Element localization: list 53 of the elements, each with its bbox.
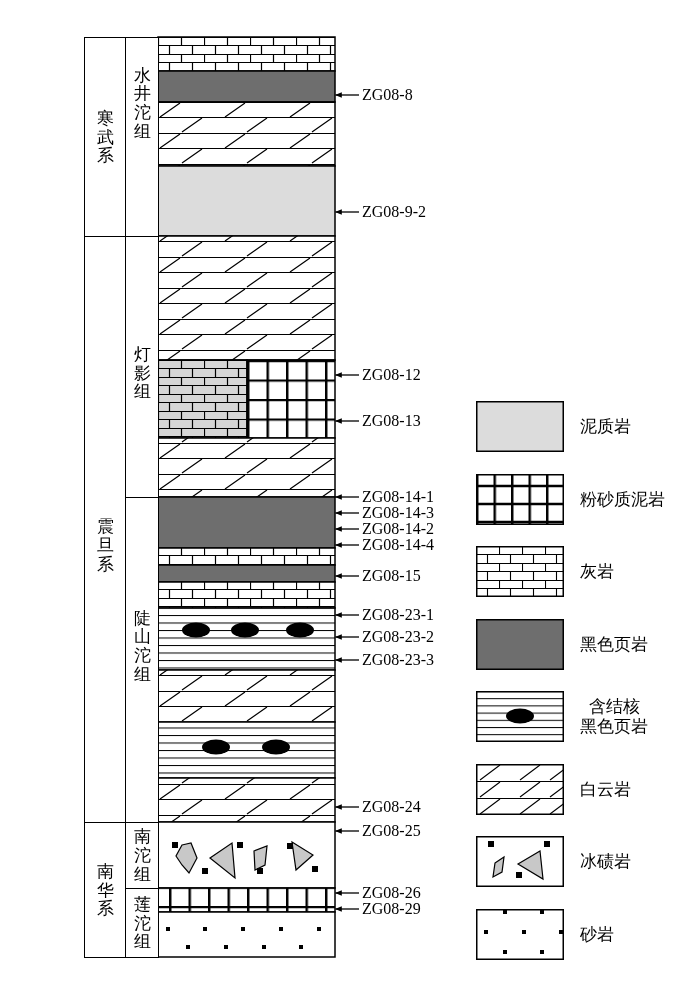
arrow <box>334 418 360 424</box>
sample-label: ZG08-12 <box>362 367 421 383</box>
legend-label: 砂岩 <box>580 923 614 944</box>
legend-label: 含结核黑色页岩 <box>580 696 649 736</box>
formation-label: 水井沱组 <box>133 65 151 141</box>
sample-label: ZG08-8 <box>362 87 413 103</box>
sample-label: ZG08-14-1 <box>362 489 434 505</box>
arrow <box>334 657 360 663</box>
stratigraphic-column-drawing <box>157 36 336 958</box>
legend-label: 泥质岩 <box>580 416 631 436</box>
system-box <box>84 822 126 958</box>
arrow <box>334 510 360 516</box>
system-label: 南华系 <box>96 861 114 919</box>
formation-label: 南沱组 <box>133 827 151 884</box>
arrow <box>334 209 360 215</box>
sample-label: ZG08-29 <box>362 901 421 917</box>
sample-label: ZG08-23-3 <box>362 652 434 668</box>
sample-label: ZG08-14-2 <box>362 521 434 537</box>
arrow <box>334 906 360 912</box>
sample-label: ZG08-9-2 <box>362 204 426 220</box>
arrow <box>334 612 360 618</box>
arrow <box>334 542 360 548</box>
formation-label: 莲沱组 <box>133 894 151 952</box>
legend-label: 白云岩 <box>580 778 631 799</box>
formation-label: 灯影组 <box>133 344 151 402</box>
legend-label: 冰碛岩 <box>580 851 631 871</box>
system-label: 震旦系 <box>96 517 114 574</box>
arrow <box>334 372 360 378</box>
arrow <box>334 890 360 896</box>
sample-label: ZG08-13 <box>362 413 421 429</box>
sample-label: ZG08-23-1 <box>362 607 434 623</box>
system-label: 寒武系 <box>96 108 114 166</box>
sample-label: ZG08-24 <box>362 799 421 815</box>
arrow <box>334 526 360 532</box>
arrow <box>334 828 360 834</box>
formation-box <box>125 888 159 958</box>
formation-box <box>125 37 159 237</box>
legend-label: 黑色页岩 <box>580 633 648 654</box>
sample-label: ZG08-25 <box>362 823 421 839</box>
arrow <box>334 92 360 98</box>
arrow <box>334 804 360 810</box>
sample-label: ZG08-15 <box>362 568 421 584</box>
arrow <box>334 494 360 500</box>
legend-label: 粉砂质泥岩 <box>580 488 665 509</box>
sample-label: ZG08-23-2 <box>362 629 434 645</box>
sample-label: ZG08-26 <box>362 885 421 901</box>
sample-label: ZG08-14-3 <box>362 505 434 521</box>
formation-label: 陡山沱组 <box>133 608 151 684</box>
arrow <box>334 634 360 640</box>
arrow <box>334 573 360 579</box>
sample-label: ZG08-14-4 <box>362 537 434 553</box>
system-box <box>84 37 126 237</box>
legend-label: 灰岩 <box>580 561 614 581</box>
